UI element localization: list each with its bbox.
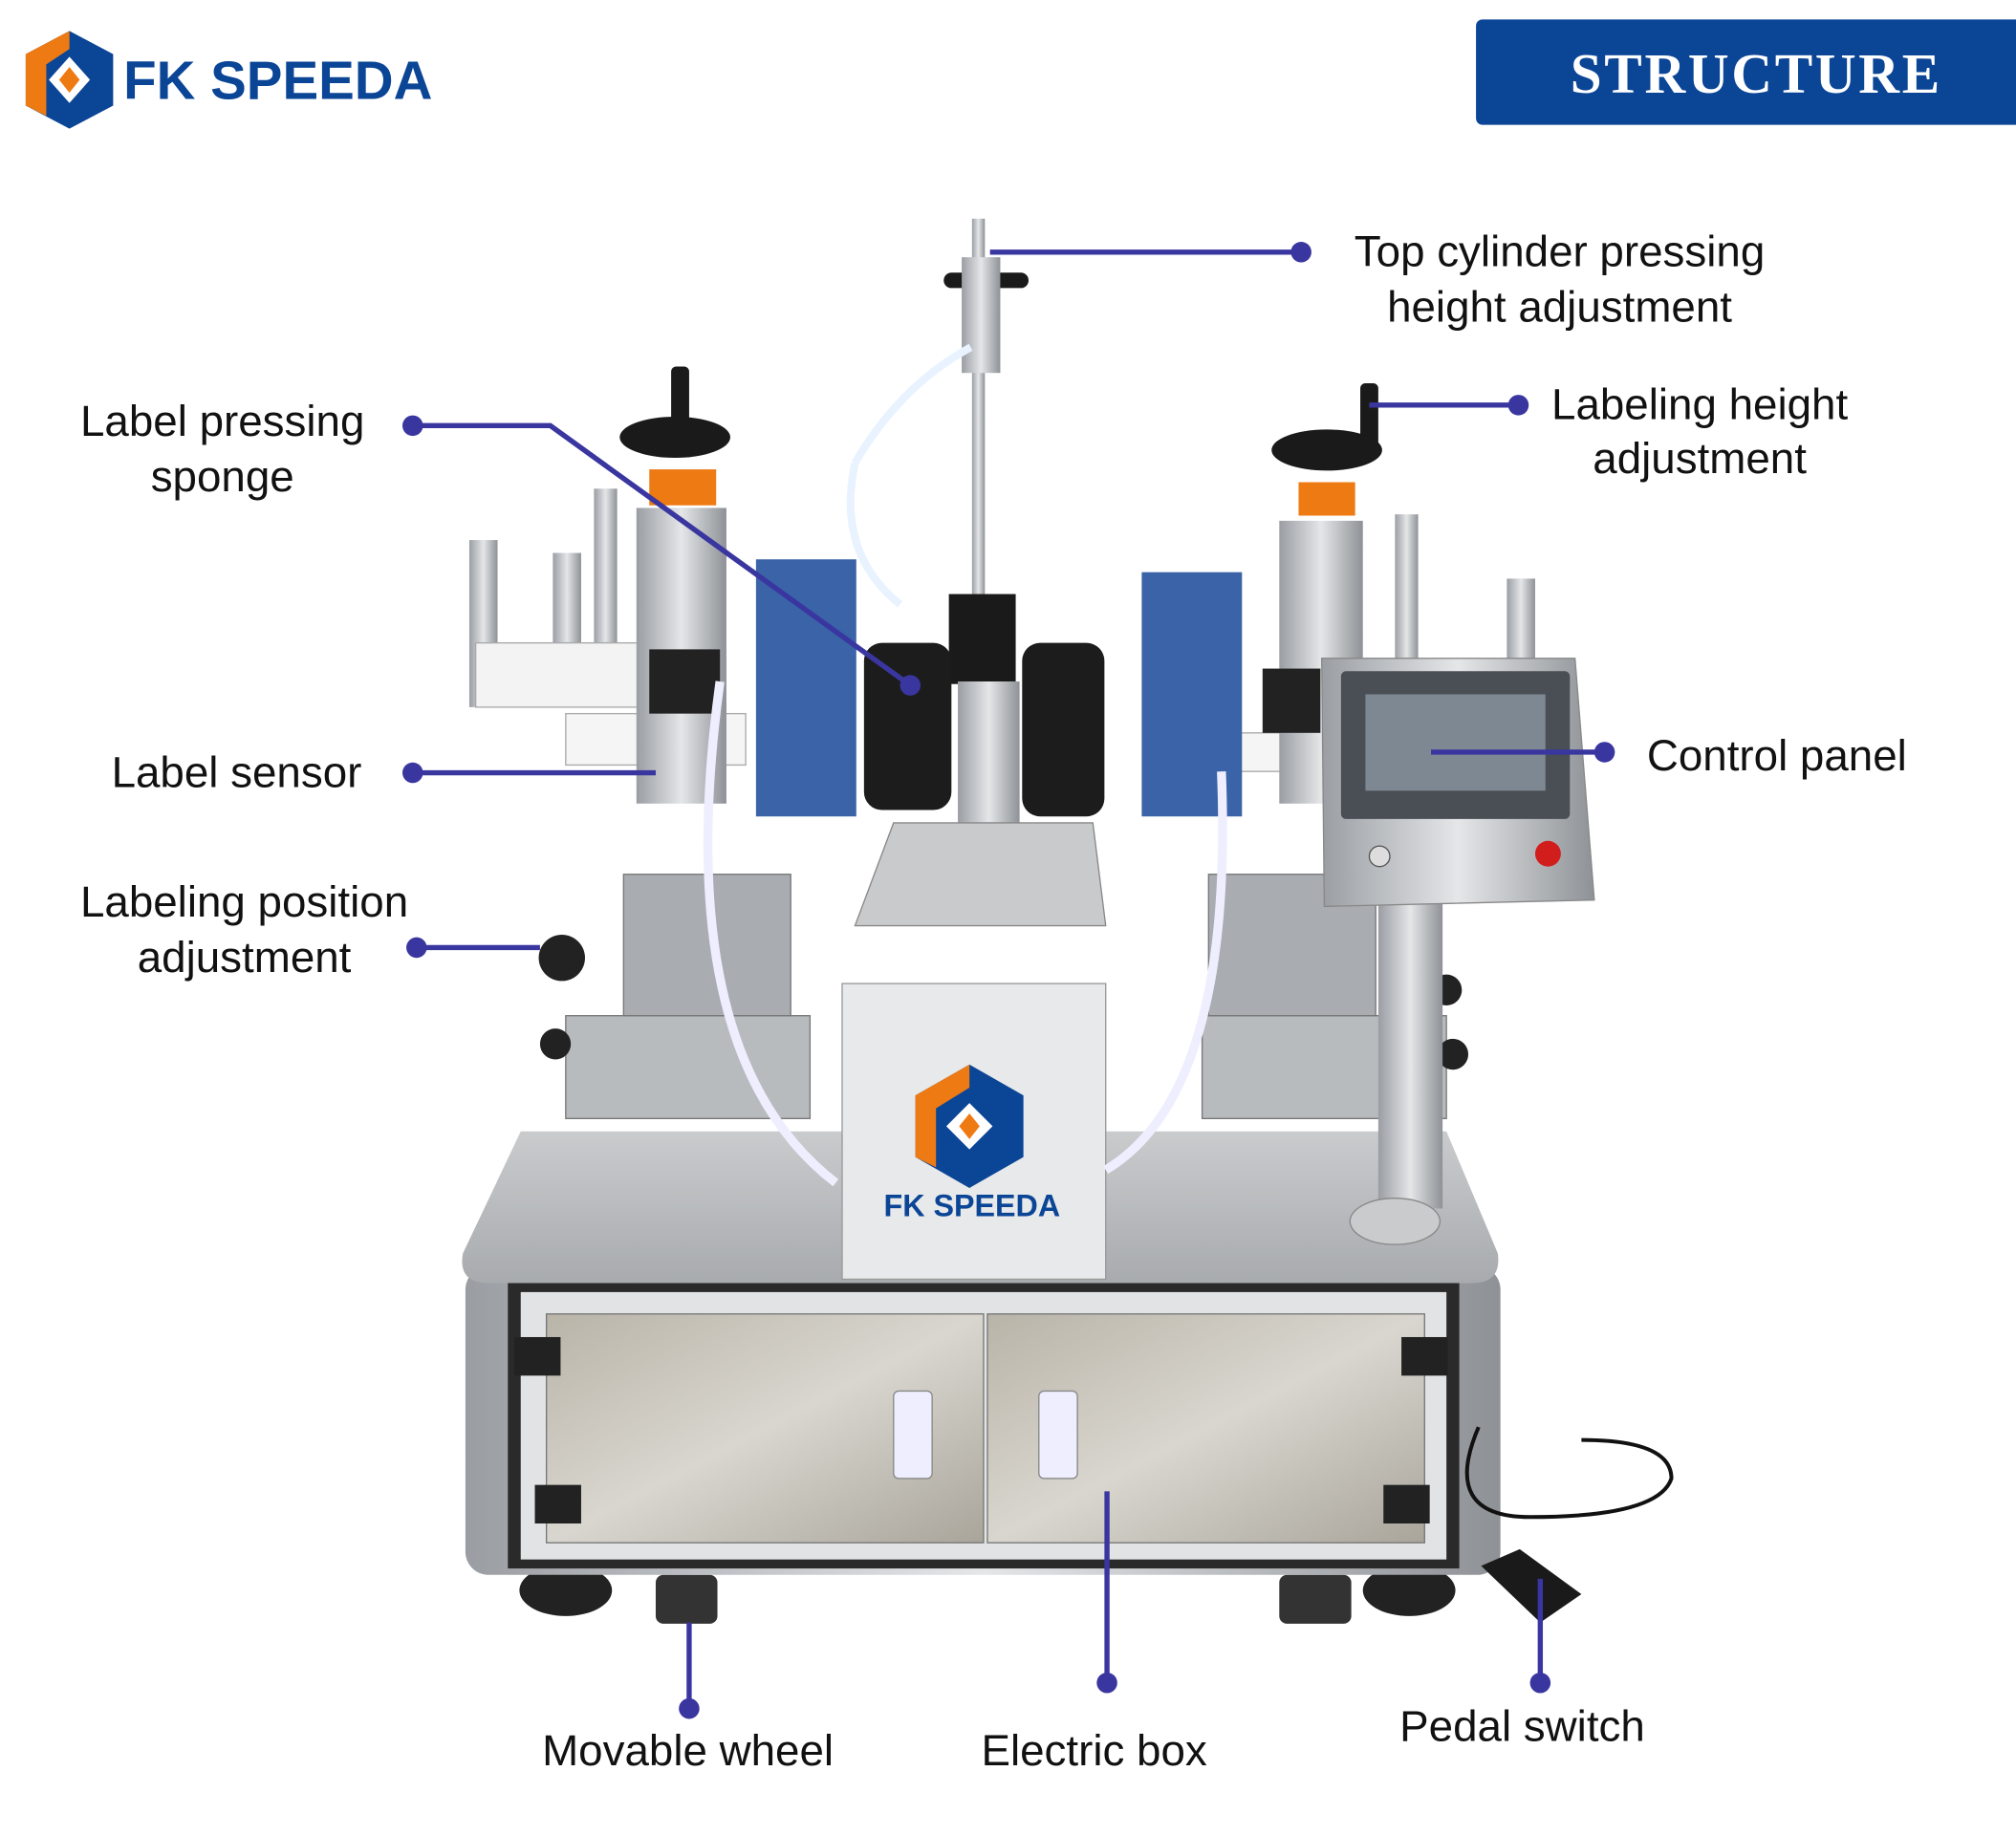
svg-text:height adjustment: height adjustment [1387,282,1732,331]
callout-control-panel: Control panel [1647,731,1907,780]
callout-top-cylinder: Top cylinder pressing height adjustment [1355,227,1765,332]
svg-text:Pedal switch: Pedal switch [1399,1701,1645,1750]
title-banner: STRUCTURE [1476,19,2016,125]
svg-text:sponge: sponge [151,452,294,501]
svg-text:Control panel: Control panel [1647,731,1907,780]
machine-logo-text: FK SPEEDA [884,1189,1061,1223]
callout-dots [401,242,1615,1719]
svg-text:Top cylinder pressing: Top cylinder pressing [1355,227,1765,276]
brand-name: FK SPEEDA [123,51,432,111]
svg-text:Label pressing: Label pressing [80,397,364,445]
svg-text:adjustment: adjustment [1593,434,1807,483]
page-title: STRUCTURE [1571,42,1942,105]
callout-lines [412,249,1605,1709]
svg-text:Label sensor: Label sensor [112,747,362,796]
labeling-machine-image: FK SPEEDA [462,218,1674,1624]
callout-electric-box: Electric box [981,1726,1206,1775]
svg-text:Movable wheel: Movable wheel [542,1726,834,1775]
svg-text:Electric box: Electric box [981,1726,1206,1775]
brand-logo: FK SPEEDA [25,31,432,129]
svg-text:Labeling height: Labeling height [1551,380,1848,429]
callout-movable-wheel: Movable wheel [542,1726,834,1775]
callout-pedal-switch: Pedal switch [1399,1701,1645,1750]
callout-labeling-height: Labeling height adjustment [1551,380,1848,483]
callout-labeling-position: Labeling position adjustment [80,877,408,982]
callout-label-pressing-sponge: Label pressing sponge [80,397,364,501]
svg-text:Labeling position: Labeling position [80,877,408,926]
svg-text:adjustment: adjustment [138,933,352,982]
callout-label-sensor: Label sensor [112,747,362,796]
